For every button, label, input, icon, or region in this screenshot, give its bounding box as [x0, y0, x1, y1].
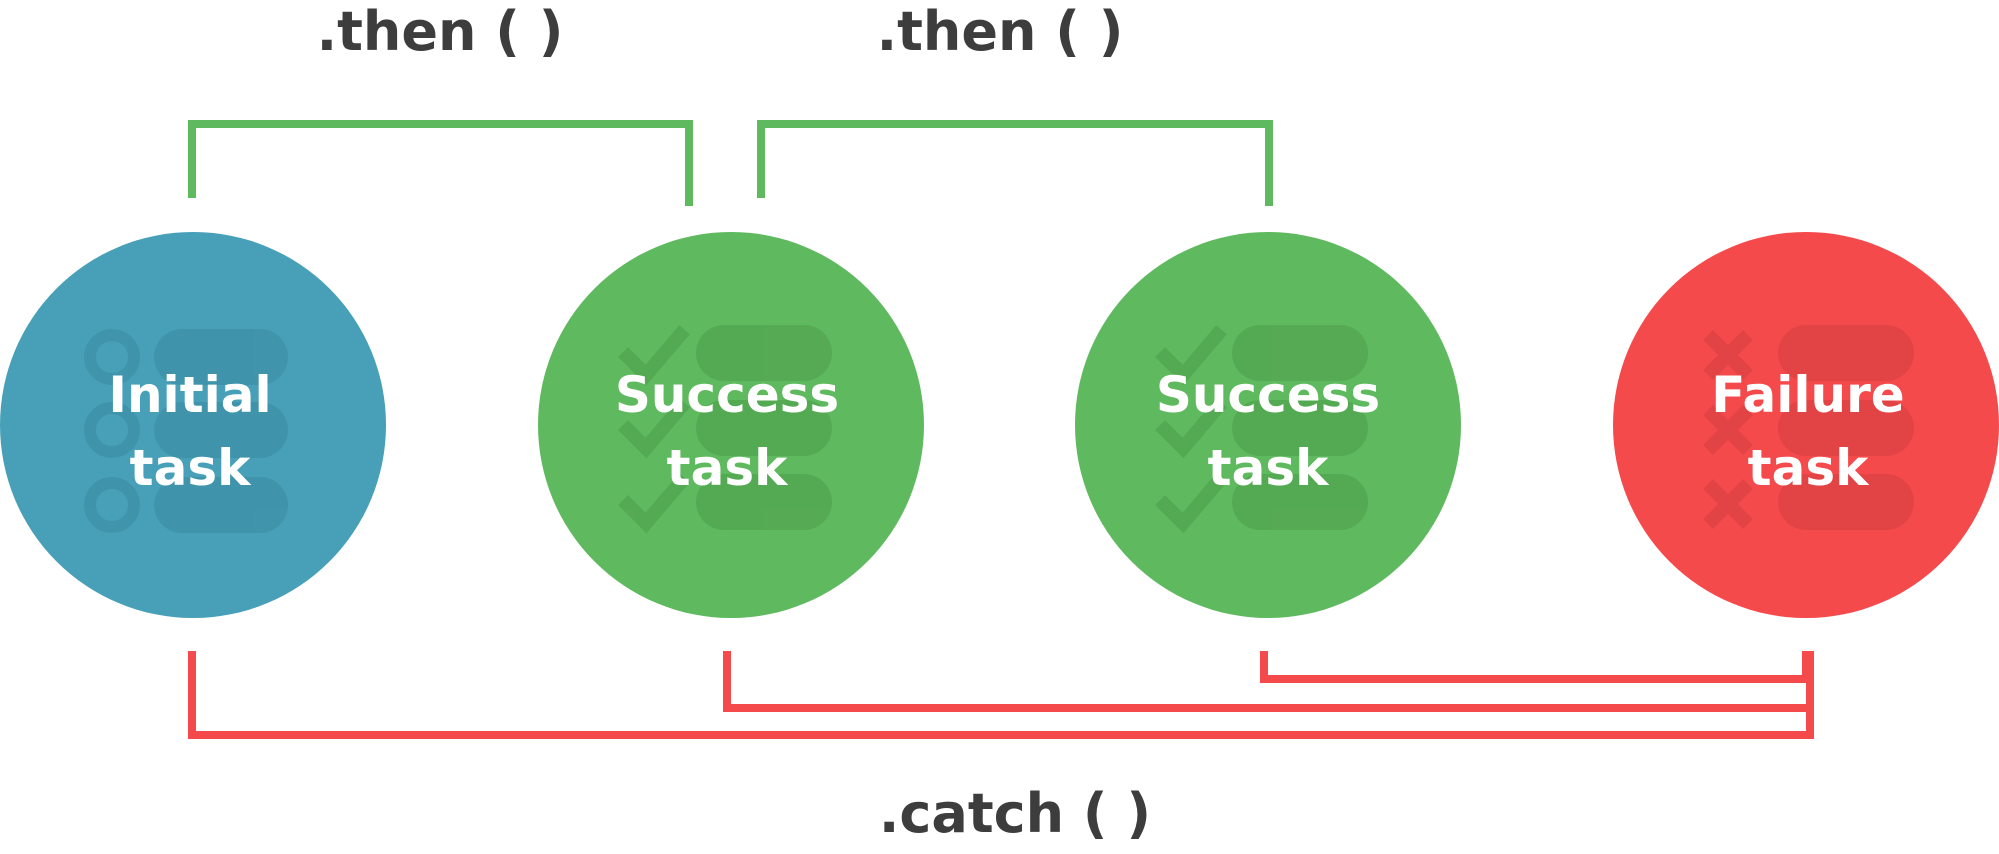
cross-list-icon: [1703, 325, 1914, 530]
catch-bracket-1: [188, 651, 1814, 739]
failure-task-label-line2: task: [1748, 439, 1870, 497]
failure-task-label-line1: Failure: [1711, 366, 1904, 424]
success-task-2-label-line2: task: [1208, 439, 1330, 497]
checkmark-list-icon: [1155, 325, 1368, 534]
success-task-1-label-line2: task: [667, 439, 789, 497]
success-task-2-label-line1: Success: [1156, 366, 1380, 424]
catch-bracket-3: [1260, 651, 1810, 683]
then-bracket-2: [757, 120, 1273, 206]
initial-task-node: Initial task: [0, 232, 386, 618]
then-bracket-1: [188, 120, 693, 206]
success-task-1-label-line1: Success: [615, 366, 839, 424]
then-label-2: .then ( ): [877, 0, 1124, 63]
circle-list-icon: [84, 329, 288, 533]
initial-task-label-line2: task: [130, 439, 252, 497]
success-task-node-2: Success task: [1075, 232, 1461, 618]
catch-label: .catch ( ): [879, 782, 1151, 845]
failure-task-node: Failure task: [1613, 232, 1999, 618]
initial-task-label-line1: Initial: [108, 366, 271, 424]
success-task-node-1: Success task: [538, 232, 924, 618]
then-label-1: .then ( ): [317, 0, 564, 63]
checkmark-list-icon: [618, 325, 832, 534]
catch-bracket-2: [723, 651, 1806, 712]
